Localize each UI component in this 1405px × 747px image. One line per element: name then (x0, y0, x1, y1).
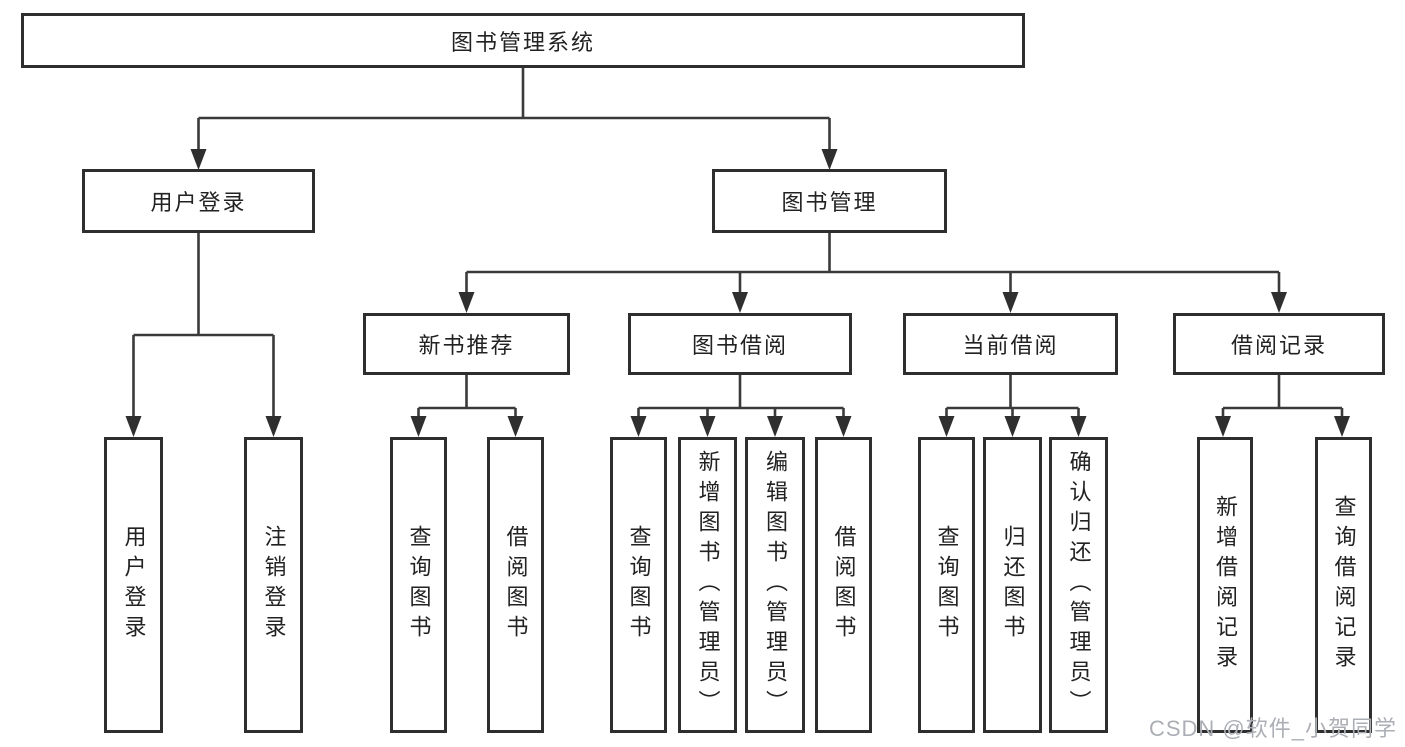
leaf-add-books-admin: 新增图书（管理员） (678, 437, 737, 733)
leaf-confirm-return-admin: 确认归还（管理员） (1049, 437, 1108, 733)
leaf-borrow-books-recommend-label: 借阅图书 (503, 525, 529, 645)
arrowhead-icons (125, 149, 1350, 437)
leaf-borrow-books-borrowing: 借阅图书 (815, 437, 872, 733)
csdn-watermark: CSDN @软件_小贺同学 (1148, 716, 1397, 741)
leaf-return-books: 归还图书 (983, 437, 1042, 733)
node-new-book-recommend: 新书推荐 (363, 313, 570, 375)
leaf-query-books-current-label: 查询图书 (934, 525, 960, 645)
leaf-logout: 注销登录 (244, 437, 303, 733)
node-current-borrowing-label: 当前借阅 (962, 333, 1059, 358)
node-user-login: 用户登录 (82, 169, 315, 233)
leaf-query-books-borrowing: 查询图书 (610, 437, 667, 733)
node-root-label: 图书管理系统 (450, 29, 595, 55)
node-book-management: 图书管理 (712, 169, 947, 233)
leaf-borrow-books-borrowing-label: 借阅图书 (831, 525, 857, 645)
node-root: 图书管理系统 (21, 13, 1025, 68)
leaf-return-books-label: 归还图书 (1000, 525, 1026, 645)
leaf-query-books-recommend-label: 查询图书 (406, 525, 432, 645)
node-new-book-recommend-label: 新书推荐 (418, 333, 515, 358)
node-borrowing-records-label: 借阅记录 (1230, 333, 1327, 358)
leaf-borrow-books-recommend: 借阅图书 (487, 437, 544, 733)
node-current-borrowing: 当前借阅 (903, 313, 1118, 375)
leaf-user-login-label: 用户登录 (121, 525, 147, 645)
leaf-logout-label: 注销登录 (261, 525, 287, 645)
leaf-add-borrow-record-label: 新增借阅记录 (1213, 495, 1238, 675)
leaf-edit-books-admin: 编辑图书（管理员） (745, 437, 805, 733)
node-user-login-label: 用户登录 (150, 190, 247, 215)
leaf-edit-books-admin-label: 编辑图书（管理员） (763, 450, 788, 720)
node-book-management-label: 图书管理 (781, 190, 878, 215)
leaf-query-books-borrowing-label: 查询图书 (626, 525, 652, 645)
node-book-borrowing: 图书借阅 (628, 313, 852, 375)
leaf-query-borrow-record: 查询借阅记录 (1315, 437, 1372, 733)
leaf-confirm-return-admin-label: 确认归还（管理员） (1066, 450, 1092, 720)
leaf-query-borrow-record-label: 查询借阅记录 (1331, 495, 1357, 675)
node-book-borrowing-label: 图书借阅 (691, 333, 788, 358)
leaf-query-books-current: 查询图书 (918, 437, 975, 733)
leaf-add-borrow-record: 新增借阅记录 (1197, 437, 1253, 733)
leaf-user-login: 用户登录 (104, 437, 163, 733)
leaf-add-books-admin-label: 新增图书（管理员） (695, 450, 721, 720)
node-borrowing-records: 借阅记录 (1173, 313, 1385, 375)
leaf-query-books-recommend: 查询图书 (390, 437, 447, 733)
